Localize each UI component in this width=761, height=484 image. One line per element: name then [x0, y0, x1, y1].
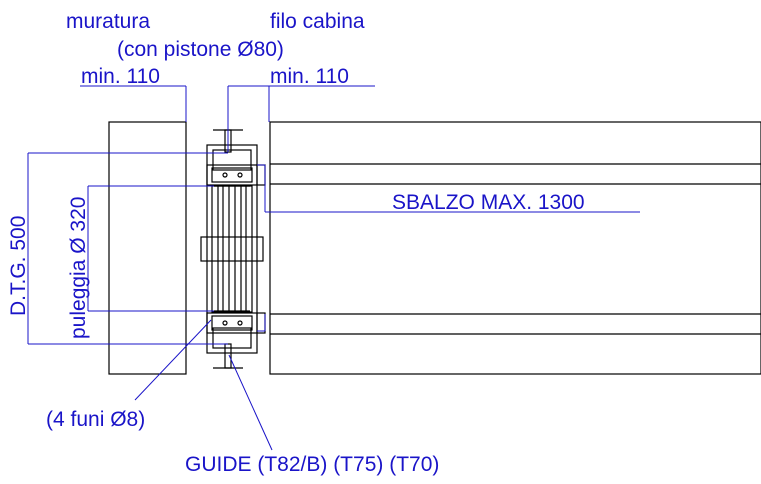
label-funi: (4 funi Ø8): [46, 408, 145, 431]
label-con-pistone: (con pistone Ø80): [117, 38, 284, 61]
wall-block: [108, 121, 187, 375]
top-pulley-inner: [211, 167, 253, 183]
dimension-lines: [27, 85, 640, 451]
bottom-guide-shoe: [212, 327, 252, 349]
label-guide: GUIDE (T82/B) (T75) (T70): [185, 453, 439, 476]
label-dtg: D.T.G. 500: [7, 216, 30, 316]
top-bolt-left: [222, 172, 228, 178]
bottom-bolt-right: [237, 320, 243, 326]
car-body: [269, 121, 761, 375]
top-guide-shoe: [212, 149, 252, 171]
leader-funi: [134, 319, 212, 401]
label-min-left: min. 110: [81, 65, 160, 88]
label-min-right: min. 110: [270, 65, 349, 88]
linework: [108, 121, 761, 375]
label-puleggia: puleggia Ø 320: [67, 197, 90, 339]
bottom-bolt-left: [222, 320, 228, 326]
label-sbalzo: SBALZO MAX. 1300: [392, 191, 585, 214]
piston-clamp: [200, 236, 264, 262]
label-filo-cabina: filo cabina: [270, 10, 365, 33]
leader-guide: [228, 354, 273, 451]
sling-frame: [206, 144, 258, 354]
top-bolt-right: [237, 172, 243, 178]
bottom-pulley-inner: [211, 315, 253, 331]
label-muratura: muratura: [66, 10, 150, 33]
